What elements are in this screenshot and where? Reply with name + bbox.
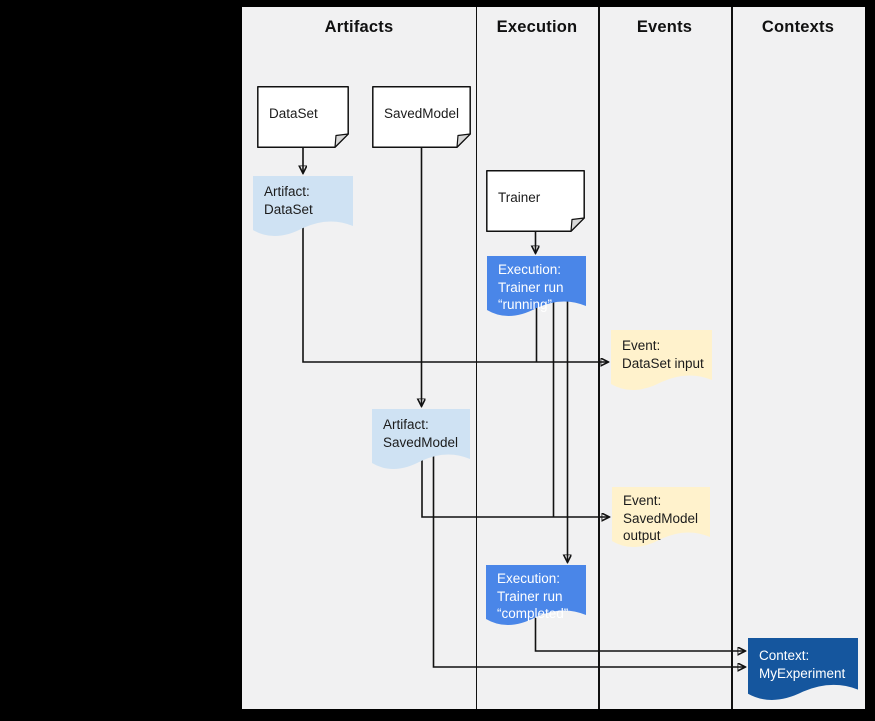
wave-shape: [612, 487, 710, 548]
node-label: Event: DataSet input: [622, 338, 704, 371]
wave-shape: [486, 565, 586, 626]
column-header-contexts: Contexts: [761, 18, 835, 36]
document-shape: [257, 86, 349, 148]
node-execution-completed: Execution: Trainer run “completed”: [486, 565, 586, 627]
document-shape: [372, 86, 471, 148]
wave-shape: [611, 330, 712, 391]
node-event-savedmodel-output: Event: SavedModel output: [612, 487, 710, 549]
connector-arrows: [242, 148, 865, 709]
node-dataset-type: DataSet: [257, 86, 349, 148]
node-label: Artifact: DataSet: [264, 184, 313, 217]
wave-shape: [253, 176, 353, 237]
node-trainer-type: Trainer: [486, 170, 585, 232]
node-label: Context: MyExperiment: [759, 648, 846, 681]
node-artifact-dataset: Artifact: DataSet: [253, 176, 353, 238]
arrow-artifact-savedmodel-to-context: [432, 452, 746, 667]
node-label: SavedModel: [384, 106, 460, 122]
document-shape: [486, 170, 585, 232]
column-header-artifacts: Artifacts: [324, 18, 394, 36]
arrow-artifact-dataset-to-event-dataset-input: [302, 219, 608, 362]
node-event-dataset-input: Event: DataSet input: [611, 330, 712, 392]
node-label: Execution: Trainer run “completed”: [497, 571, 569, 621]
wave-shape: [487, 256, 586, 317]
node-label: DataSet: [269, 106, 318, 122]
column-divider: [598, 7, 600, 709]
wave-shape: [748, 638, 858, 700]
diagram-canvas: Artifacts Execution Events Contexts Data…: [242, 7, 865, 709]
node-savedmodel-type: SavedModel: [372, 86, 471, 148]
wave-shape: [372, 409, 470, 470]
arrow-artifact-savedmodel-to-event-savedmodel-output: [421, 452, 609, 517]
node-artifact-savedmodel: Artifact: SavedModel: [372, 409, 470, 471]
node-label: Event: SavedModel output: [623, 493, 699, 543]
column-divider: [475, 7, 477, 709]
column-header-events: Events: [636, 18, 693, 36]
node-label: Artifact: SavedModel: [383, 417, 459, 450]
node-execution-running: Execution: Trainer run “running”: [487, 256, 586, 318]
arrow-execution-completed-to-context: [534, 609, 746, 651]
node-context-myexperiment: Context: MyExperiment: [748, 638, 858, 702]
column-divider: [731, 7, 733, 709]
node-label: Execution: Trainer run “running”: [498, 262, 564, 312]
column-header-execution: Execution: [496, 18, 578, 36]
node-label: Trainer: [498, 190, 541, 206]
